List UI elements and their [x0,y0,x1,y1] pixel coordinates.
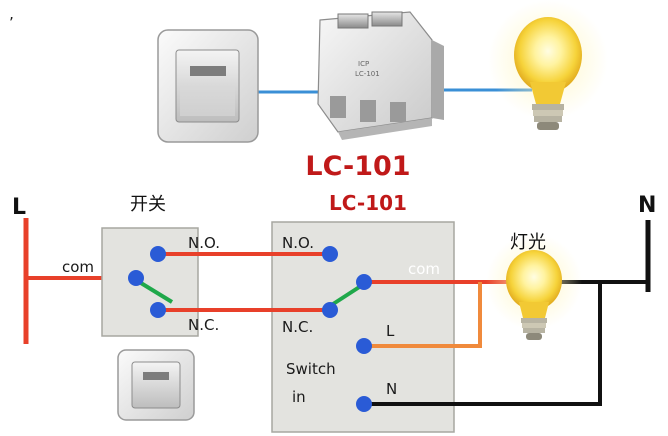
module-no-terminal [322,246,338,262]
light-bulb-icon [488,0,608,130]
module-L-wire [364,282,482,348]
module-L-label: L [386,322,395,340]
left-switch-box [101,227,199,337]
module-N-wire [364,282,602,406]
light-switch-icon [157,29,259,143]
module-L-terminal [356,338,372,354]
left-no-label: N.O. [188,234,220,252]
module-nc-terminal [322,302,338,318]
stray-mark: ’ [9,14,14,32]
light-bulb-icon [486,234,582,340]
switch-label: 开关 [130,194,166,215]
module-com-terminal [356,274,372,290]
module-title: LC-101 [329,191,407,215]
module-nc-label: N.C. [282,318,313,336]
light-switch-icon [117,349,195,421]
module-switch-in-label-2: in [292,388,306,406]
left-com-label: com [62,258,94,276]
module-com-label: com [408,260,440,278]
line-N-label: N [638,193,656,218]
module-switch-in-label-1: Switch [286,360,336,378]
controller-module-icon: ICP LC-101 [317,11,444,140]
left-switch-link [134,278,174,304]
line-L-label: L [12,195,26,220]
module-N-label: N [386,380,397,398]
left-com-terminal [128,270,144,286]
left-no-terminal [150,246,166,262]
left-nc-terminal [150,302,166,318]
left-nc-label: N.C. [188,316,219,334]
svg-text:LC-101: LC-101 [355,70,380,78]
light-label: 灯光 [510,232,546,253]
module-switch-link [328,282,366,308]
module-N-terminal [356,396,372,412]
svg-text:ICP: ICP [358,60,369,68]
top-title: LC-101 [305,151,410,182]
module-no-label: N.O. [282,234,314,252]
